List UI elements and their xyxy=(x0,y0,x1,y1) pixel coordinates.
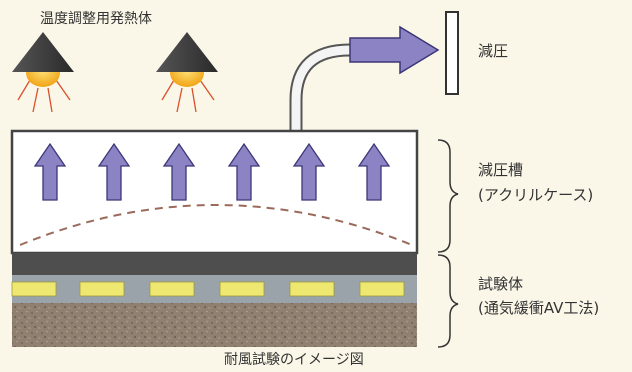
decompression-label: 減圧 xyxy=(478,42,509,60)
upward-arrow-icon xyxy=(292,142,326,201)
diagram-caption: 耐風試験のイメージ図 xyxy=(224,352,364,368)
yellow-pad xyxy=(79,281,125,297)
upward-arrow-icon xyxy=(162,142,196,201)
buffer-layer xyxy=(12,275,417,303)
acrylic-chamber xyxy=(10,129,419,255)
airflow-arrows xyxy=(33,142,391,201)
yellow-pad xyxy=(219,281,265,297)
chamber-label: 減圧槽 xyxy=(478,161,524,179)
specimen-bracket xyxy=(437,254,459,348)
specimen-label: 試験体 xyxy=(478,275,524,293)
upward-arrow-icon xyxy=(33,142,67,201)
heater-lamp-right xyxy=(156,32,218,113)
decompression-arrow xyxy=(349,25,440,75)
upward-arrow-icon xyxy=(227,142,261,201)
yellow-pad xyxy=(359,281,405,297)
chamber-bracket xyxy=(437,139,459,253)
yellow-pad xyxy=(11,281,57,297)
yellow-pad xyxy=(149,281,195,297)
membrane-layer xyxy=(12,253,417,275)
heater-label: 温度調整用発熱体 xyxy=(40,11,152,27)
dome-dashed-line xyxy=(19,204,413,246)
specimen-sublabel: (通気緩衝AV工法) xyxy=(478,299,600,317)
vacuum-plate xyxy=(445,11,459,95)
specimen xyxy=(11,253,417,347)
upward-arrow-icon xyxy=(97,142,131,201)
yellow-pad xyxy=(289,281,335,297)
upward-arrow-icon xyxy=(357,142,391,201)
heater-lamp-left xyxy=(12,32,74,113)
chamber-sublabel: (アクリルケース) xyxy=(478,186,594,204)
substrate-layer xyxy=(12,303,417,347)
